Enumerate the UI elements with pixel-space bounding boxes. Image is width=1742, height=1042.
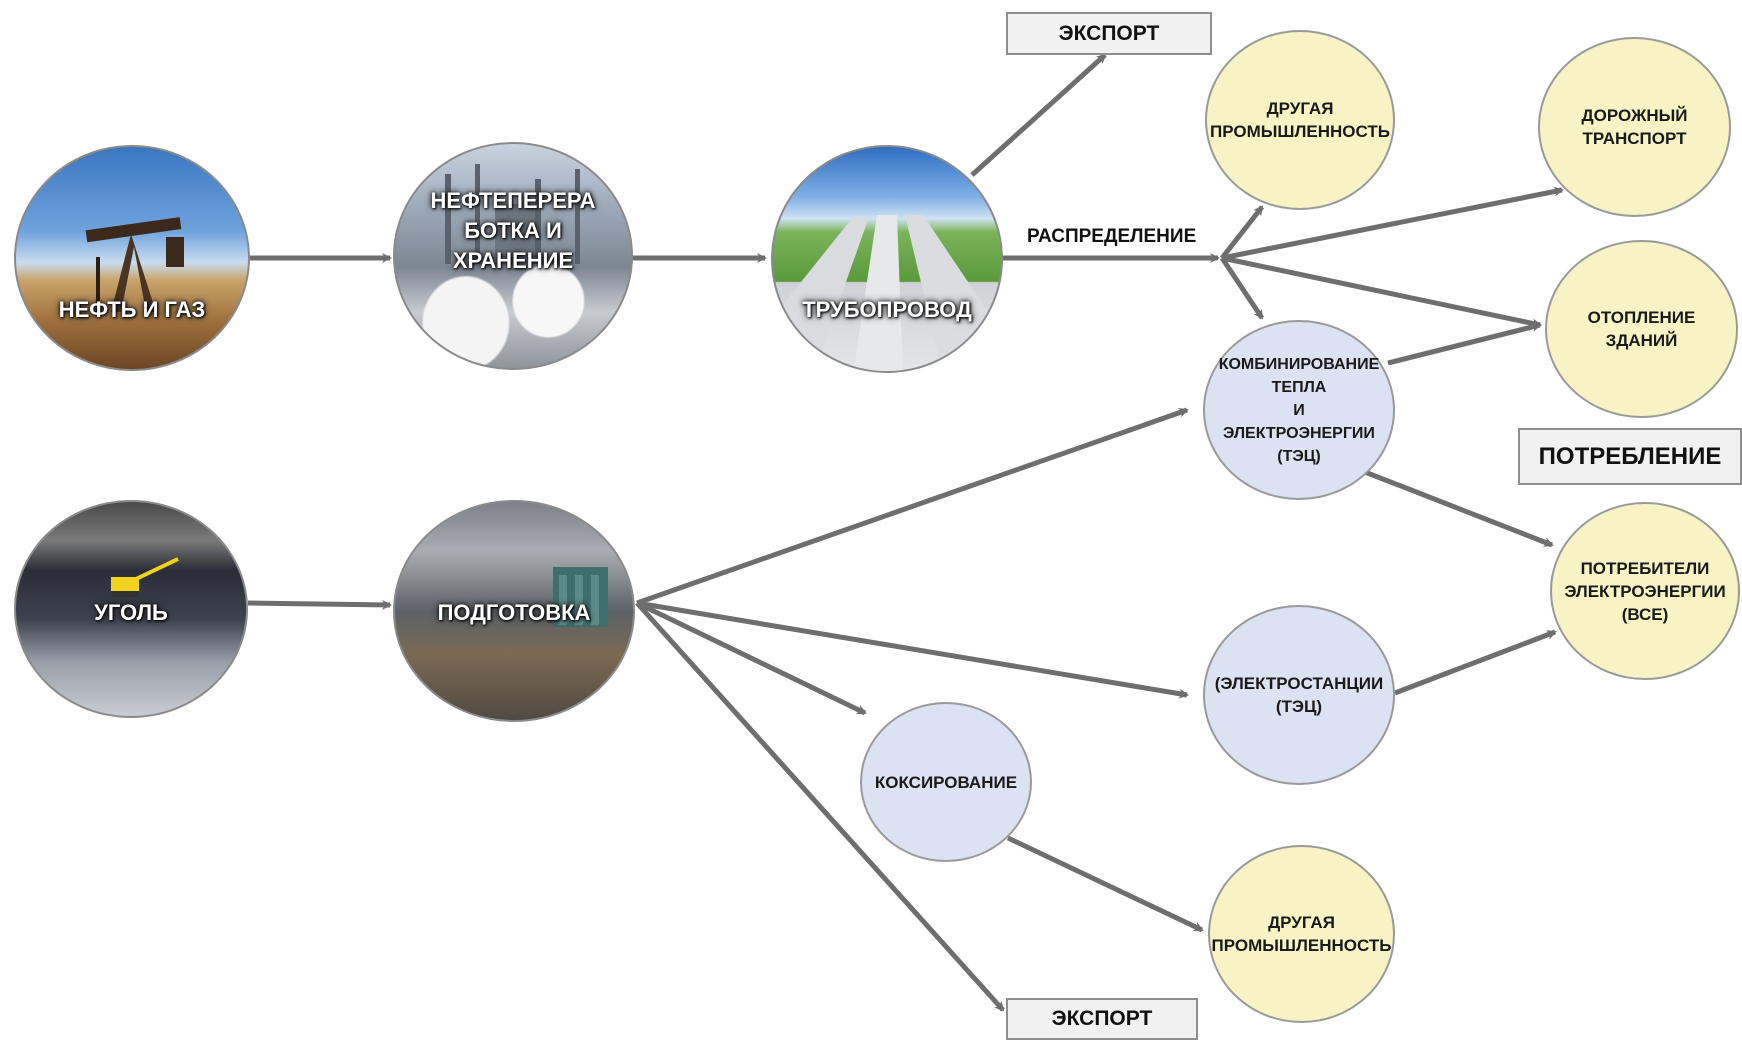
excavator-icon [106, 557, 186, 602]
arrow-distribution-to-chp [1219, 256, 1265, 320]
oil-gas-label: НЕФТЬ И ГАЗ [58, 297, 206, 322]
building-heating-label: ОТОПЛЕНИЕ ЗДАНИЙ [1587, 308, 1696, 350]
other-industry-bottom-node: ДРУГАЯ ПРОМЫШЛЕННОСТЬ [1208, 845, 1395, 1023]
export-top-label: ЭКСПОРТ [1058, 21, 1160, 45]
preparation-label: ПОДГОТОВКА [437, 600, 591, 625]
other-industry-top-node: ДРУГАЯ ПРОМЫШЛЕННОСТЬ [1205, 30, 1395, 210]
pipeline-node: ТРУБОПРОВОД [771, 145, 1003, 373]
power-stations-label: (ЭЛЕКТРОСТАНЦИИ (ТЭЦ) [1214, 674, 1384, 716]
coal-plant-icon [545, 567, 625, 637]
export-bottom-label: ЭКСПОРТ [1051, 1007, 1153, 1030]
power-stations-node: (ЭЛЕКТРОСТАНЦИИ (ТЭЦ) [1203, 605, 1395, 785]
arrow-chp-to-electricity-consumers [1364, 469, 1554, 548]
arrow-preparation-to-coking [635, 600, 867, 716]
building-heating-node: ОТОПЛЕНИЕ ЗДАНИЙ [1545, 240, 1738, 418]
chp-node: КОМБИНИРОВАНИЕ ТЕПЛА И ЭЛЕКТРОЭНЕРГИИ (Т… [1203, 320, 1395, 500]
chp-label: КОМБИНИРОВАНИЕ ТЕПЛА И ЭЛЕКТРОЭНЕРГИИ (Т… [1218, 355, 1380, 465]
coal-node: УГОЛЬ [14, 500, 248, 718]
oil-gas-node: НЕФТЬ И ГАЗ [14, 145, 250, 371]
other-industry-top-label: ДРУГАЯ ПРОМЫШЛЕННОСТЬ [1210, 99, 1390, 141]
road-transport-node: ДОРОЖНЫЙ ТРАНСПОРТ [1538, 37, 1731, 217]
electricity-consumers-label: ПОТРЕБИТЕЛИ ЭЛЕКТРОЭНЕРГИИ (ВСЕ) [1564, 558, 1726, 624]
refinery-icon [415, 164, 615, 284]
arrow-coal-to-preparation [247, 599, 392, 610]
preparation-node: ПОДГОТОВКА [393, 500, 635, 722]
arrow-distribution-to-other-industry [1220, 205, 1264, 260]
road-transport-label: ДОРОЖНЫЙ ТРАНСПОРТ [1581, 106, 1688, 148]
refining-node: НЕФТЕПЕРЕРА БОТКА И ХРАНЕНИЕ [393, 142, 633, 370]
arrow-distribution-to-road-transport [1221, 186, 1564, 261]
arrow-preparation-to-export [635, 601, 1005, 1012]
coal-label: УГОЛЬ [94, 600, 168, 625]
refining-label: НЕФТЕПЕРЕРА БОТКА И ХРАНЕНИЕ [430, 188, 596, 273]
coking-label: КОКСИРОВАНИЕ [874, 772, 1018, 792]
export-bottom-box: ЭКСПОРТ [1006, 998, 1198, 1040]
arrow-coking-to-other-industry [1006, 835, 1204, 933]
export-top-box: ЭКСПОРТ [1006, 12, 1212, 55]
oil-pumpjack-icon [76, 202, 196, 322]
pipeline-label: ТРУБОПРОВОД [802, 297, 972, 322]
other-industry-bottom-label: ДРУГАЯ ПРОМЫШЛЕННОСТЬ [1211, 913, 1392, 955]
pipeline-icon [773, 197, 1001, 371]
arrow-power-stations-to-electricity-consumers [1394, 629, 1557, 696]
coking-node: КОКСИРОВАНИЕ [860, 702, 1032, 862]
consumption-label: ПОТРЕБЛЕНИЕ [1538, 442, 1722, 470]
consumption-box: ПОТРЕБЛЕНИЕ [1518, 428, 1742, 485]
arrow-preparation-to-power-stations [636, 600, 1189, 699]
distribution-label: РАСПРЕДЕЛЕНИЕ [1027, 226, 1197, 247]
arrow-distribution-to-heating [1221, 255, 1542, 329]
arrow-chp-to-heating [1387, 322, 1542, 366]
electricity-consumers-node: ПОТРЕБИТЕЛИ ЭЛЕКТРОЭНЕРГИИ (ВСЕ) [1550, 502, 1740, 680]
arrow-pipeline-to-export [970, 53, 1107, 177]
arrow-preparation-to-chp [636, 407, 1189, 606]
